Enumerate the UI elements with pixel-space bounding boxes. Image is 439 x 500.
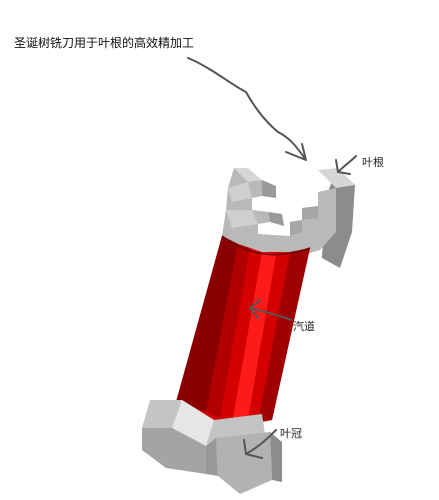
airfoil <box>176 235 311 428</box>
label-steam-channel: 汽道 <box>293 320 315 333</box>
pointer-arrow-root <box>335 155 357 175</box>
label-blade-crown: 叶冠 <box>280 427 302 440</box>
pointer-arrow-crown <box>243 429 277 459</box>
pointer-arrow-channel <box>249 299 293 321</box>
diagram-title: 圣诞树铣刀用于叶根的高效精加工 <box>14 36 195 50</box>
label-blade-root: 叶根 <box>362 156 384 169</box>
pointer-arrow-title <box>187 57 307 161</box>
blade-root <box>222 168 355 268</box>
blade-crown <box>142 400 282 494</box>
